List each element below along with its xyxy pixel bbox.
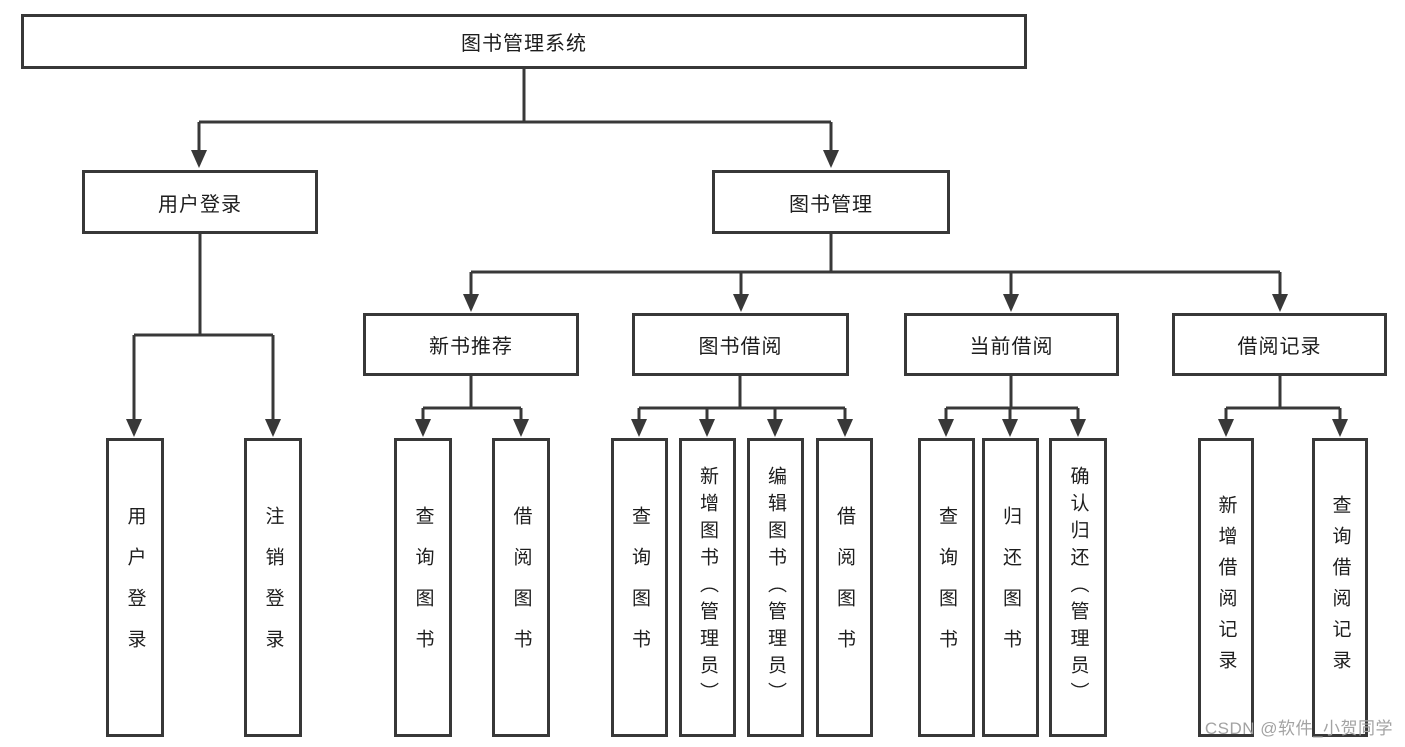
node-borrow-records: 借阅记录 [1172,313,1387,376]
leaf-label: 归还图书 [1000,505,1021,670]
node-new-book-recommend: 新书推荐 [363,313,579,376]
leaf-borrow-add-books-admin: 新增图书（管理员） [679,438,736,737]
leaf-current-return-books: 归还图书 [982,438,1039,737]
leaf-label: 用户登录 [124,505,146,670]
leaf-label: 确认归还（管理员） [1067,466,1089,709]
leaf-label: 查询图书 [412,505,434,670]
leaf-logout: 注销登录 [244,438,302,737]
leaf-label: 查询图书 [629,505,650,670]
leaf-label: 注销登录 [262,505,284,670]
node-label: 当前借阅 [969,336,1054,358]
node-label: 用户登录 [158,193,242,216]
leaf-records-add-borrow-record: 新增借阅记录 [1198,438,1254,737]
node-user-login: 用户登录 [82,170,318,234]
leaf-label: 新增图书（管理员） [697,466,718,709]
leaf-records-query-borrow-record: 查询借阅记录 [1312,438,1368,737]
leaf-borrow-query-books: 查询图书 [611,438,668,737]
node-label: 新书推荐 [429,336,513,358]
csdn-watermark: CSDN @软件_小贺同学 [1204,719,1393,738]
node-book-borrow: 图书借阅 [632,313,849,376]
leaf-borrow-edit-books-admin: 编辑图书（管理员） [747,438,804,737]
leaf-borrow-borrow-books: 借阅图书 [816,438,873,737]
leaf-label: 借阅图书 [510,505,532,670]
node-label: 图书管理系统 [461,33,587,55]
leaf-newbooks-borrow-books: 借阅图书 [492,438,550,737]
leaf-label: 编辑图书（管理员） [765,466,786,709]
node-label: 借阅记录 [1237,336,1322,358]
leaf-label: 查询图书 [936,505,957,670]
leaf-newbooks-query-books: 查询图书 [394,438,452,737]
node-book-management: 图书管理 [712,170,950,234]
node-label: 图书管理 [789,193,873,216]
node-label: 图书借阅 [698,336,783,358]
node-current-borrow: 当前借阅 [904,313,1119,376]
leaf-user-login: 用户登录 [106,438,164,737]
leaf-label: 借阅图书 [834,505,855,670]
leaf-label: 查询借阅记录 [1329,494,1351,681]
leaf-label: 新增借阅记录 [1215,494,1237,681]
leaf-current-query-books: 查询图书 [918,438,975,737]
node-library-management-system: 图书管理系统 [21,14,1027,69]
leaf-current-confirm-return-admin: 确认归还（管理员） [1049,438,1107,737]
